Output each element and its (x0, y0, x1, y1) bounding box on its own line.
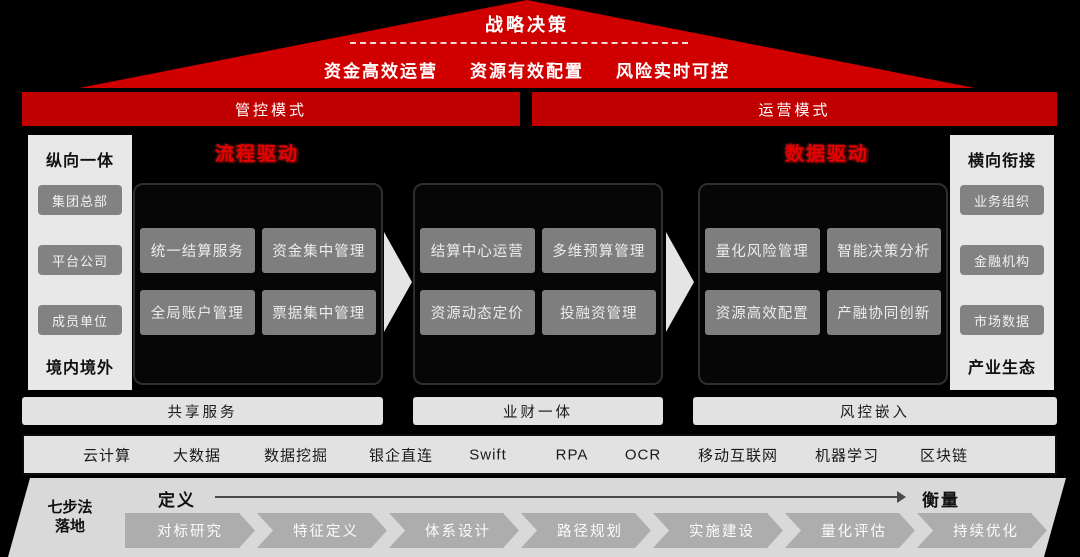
operation-panel: 结算中心运营 多维预算管理 资源动态定价 投融资管理 (413, 183, 663, 385)
tech-item: RPA (555, 446, 589, 463)
step-chevron-row: 对标研究 特征定义 体系设计 路径规划 实施建设 量化评估 持续优化 (125, 513, 1049, 548)
right-sidebar-footer: 产业生态 (967, 360, 1036, 377)
capability-box: 结算中心运营 (420, 228, 535, 273)
process-driven-label: 流程驱动 (215, 144, 300, 165)
tech-item: 云计算 (82, 447, 132, 464)
left-sidebar-item: 集团总部 (38, 185, 122, 215)
capability-box: 量化风险管理 (705, 228, 820, 273)
roof-keywords: 资金高效运营 资源有效配置 风险实时可控 (0, 57, 1067, 82)
define-measure-arrow-line (215, 496, 897, 498)
tech-item: 区块链 (919, 447, 969, 464)
roof-keyword: 资源有效配置 (470, 62, 584, 81)
tech-item: 大数据 (172, 447, 222, 464)
step-chevron: 路径规划 (521, 513, 651, 548)
tech-item: 银企直连 (368, 447, 434, 464)
capability-box: 资源高效配置 (705, 290, 820, 335)
step-chevron: 实施建设 (653, 513, 783, 548)
control-mode-bar: 管控模式 (22, 92, 520, 126)
step-chevron: 特征定义 (257, 513, 387, 548)
step-chevron: 体系设计 (389, 513, 519, 548)
measure-label: 衡量 (922, 491, 960, 510)
capability-box: 投融资管理 (541, 290, 656, 335)
panel-grid: 统一结算服务 资金集中管理 全局账户管理 票据集中管理 (140, 228, 376, 335)
risk-embed-bar: 风控嵌入 (693, 397, 1057, 425)
step-chevron: 对标研究 (125, 513, 255, 548)
capability-box: 统一结算服务 (140, 228, 255, 273)
roof-keyword: 资金高效运营 (324, 62, 438, 81)
tech-item: OCR (624, 446, 662, 463)
roof-dashed-divider (350, 42, 688, 44)
right-sidebar-item: 市场数据 (960, 305, 1044, 335)
capability-box: 资源动态定价 (420, 290, 535, 335)
left-sidebar-footer: 境内境外 (45, 360, 114, 377)
arrow-head-icon (897, 491, 906, 503)
capability-box: 全局账户管理 (140, 290, 255, 335)
risk-panel: 量化风险管理 智能决策分析 资源高效配置 产融协同创新 (698, 183, 948, 385)
capability-box: 产融协同创新 (826, 290, 941, 335)
panel-grid: 量化风险管理 智能决策分析 资源高效配置 产融协同创新 (705, 228, 941, 335)
tech-item: 机器学习 (814, 447, 880, 464)
step-chevron: 持续优化 (917, 513, 1047, 548)
capability-box: 智能决策分析 (826, 228, 941, 273)
capability-box: 多维预算管理 (541, 228, 656, 273)
tech-item: Swift (469, 446, 507, 463)
seven-step-band: 七步法 落地 定义 衡量 对标研究 特征定义 体系设计 路径规划 实施建设 量化… (8, 478, 1066, 557)
flow-arrow-icon (384, 232, 412, 332)
seven-step-title-line2: 落地 (54, 518, 85, 535)
tech-item: 数据挖掘 (263, 447, 329, 464)
right-sidebar-header: 横向衔接 (967, 153, 1036, 170)
seven-step-title-line1: 七步法 (47, 499, 93, 516)
left-sidebar-item: 平台公司 (38, 245, 122, 275)
shared-service-bar: 共享服务 (22, 397, 383, 425)
left-sidebar-item: 成员单位 (38, 305, 122, 335)
flow-arrow-icon (666, 232, 694, 332)
right-sidebar-item: 金融机构 (960, 245, 1044, 275)
strategy-title: 战略决策 (485, 15, 569, 35)
capability-box: 票据集中管理 (261, 290, 376, 335)
right-sidebar-item: 业务组织 (960, 185, 1044, 215)
settlement-panel: 统一结算服务 资金集中管理 全局账户管理 票据集中管理 (133, 183, 383, 385)
capability-box: 资金集中管理 (261, 228, 376, 273)
step-chevron: 量化评估 (785, 513, 915, 548)
operation-mode-bar: 运营模式 (532, 92, 1057, 126)
roof-keyword: 风险实时可控 (616, 62, 730, 81)
panel-grid: 结算中心运营 多维预算管理 资源动态定价 投融资管理 (420, 228, 656, 335)
seven-step-title: 七步法 落地 (30, 498, 110, 536)
define-label: 定义 (158, 491, 196, 510)
right-sidebar: 横向衔接 业务组织 金融机构 市场数据 产业生态 (950, 135, 1054, 390)
finance-integration-bar: 业财一体 (413, 397, 663, 425)
data-driven-label: 数据驱动 (785, 144, 870, 165)
left-sidebar-header: 纵向一体 (45, 153, 114, 170)
tech-item: 移动互联网 (697, 447, 779, 464)
left-sidebar: 纵向一体 集团总部 平台公司 成员单位 境内境外 (28, 135, 132, 390)
technology-strip: 云计算 大数据 数据挖掘 银企直连 Swift RPA OCR 移动互联网 机器… (22, 434, 1057, 475)
